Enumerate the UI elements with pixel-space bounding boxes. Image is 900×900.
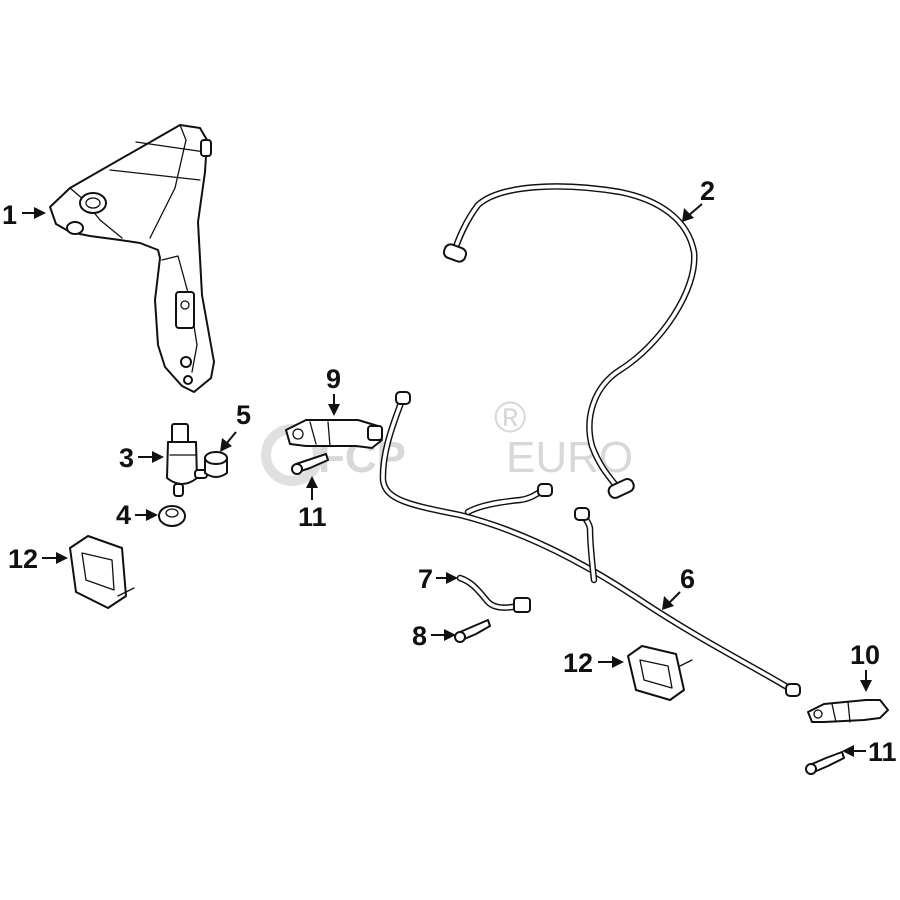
callout-5: 5 [220, 400, 251, 452]
callout-label-8: 8 [412, 621, 427, 651]
callout-label-2: 2 [700, 176, 715, 206]
nozzle-cover-left [69, 535, 135, 609]
washer-hose-2 [442, 183, 698, 499]
callout-label-3: 3 [119, 443, 134, 473]
washer-reservoir [49, 124, 215, 393]
bushing [204, 451, 228, 478]
callout-label-12-right: 12 [563, 648, 593, 678]
callout-7: 7 [418, 564, 458, 594]
callout-label-11-right: 11 [868, 737, 897, 767]
callout-label-1: 1 [2, 200, 17, 230]
callout-10: 10 [850, 640, 880, 692]
callout-label-6: 6 [680, 564, 695, 594]
callout-12-right: 12 [563, 648, 624, 678]
callout-3: 3 [119, 443, 164, 473]
callout-label-9: 9 [326, 364, 341, 394]
callout-1: 1 [2, 200, 46, 230]
screw-8 [454, 619, 491, 643]
callout-6: 6 [662, 564, 695, 610]
washer-nozzle-9 [285, 419, 383, 449]
callout-11-center: 11 [298, 476, 327, 532]
callout-label-12-left: 12 [8, 544, 38, 574]
washer-pump [166, 423, 208, 497]
hose-connector-7 [456, 574, 531, 613]
watermark-brand-light: EURO [506, 433, 633, 482]
screw-11-right [805, 751, 845, 775]
callout-label-11-center: 11 [298, 502, 327, 532]
watermark: FCP EURO ® [261, 393, 633, 486]
grommet [158, 505, 186, 527]
callout-label-7: 7 [418, 564, 433, 594]
callout-4: 4 [116, 500, 158, 530]
screw-11-center [291, 453, 329, 475]
watermark-registered-mark: ® [494, 393, 526, 442]
callout-11-right: 11 [842, 737, 897, 767]
nozzle-cover-right [627, 645, 693, 701]
callout-2: 2 [682, 176, 715, 222]
callout-label-10: 10 [850, 640, 880, 670]
washer-nozzle-10 [807, 699, 889, 723]
callout-8: 8 [412, 621, 456, 651]
callouts: 1 2 3 4 5 6 7 [2, 176, 897, 767]
callout-12-left: 12 [8, 544, 68, 574]
callout-label-5: 5 [236, 400, 251, 430]
callout-9: 9 [326, 364, 341, 416]
washer-hose-6 [379, 391, 801, 697]
callout-label-4: 4 [116, 500, 131, 530]
